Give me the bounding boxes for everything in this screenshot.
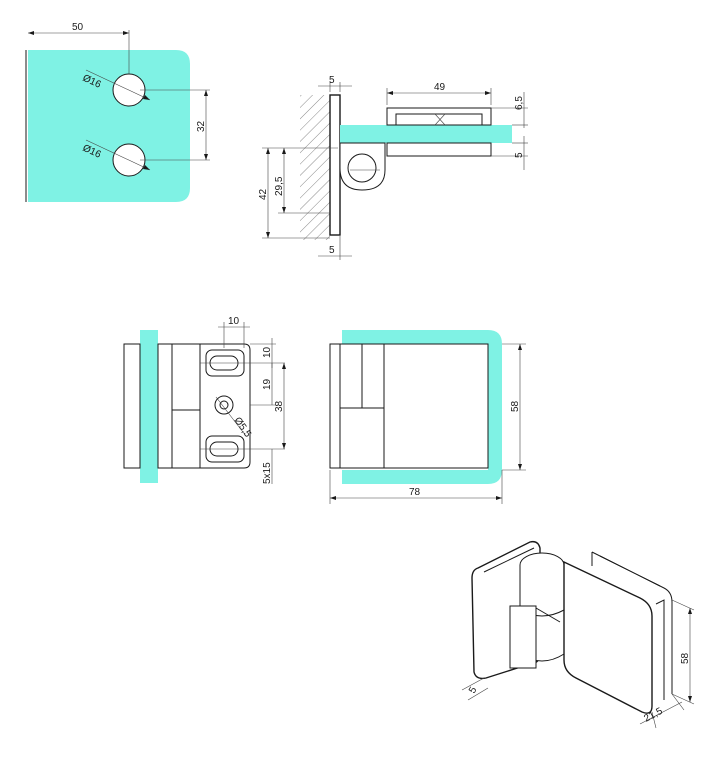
glass-strip	[340, 125, 512, 143]
glass-vertical	[140, 330, 158, 483]
dim-width-50: 50	[72, 22, 84, 33]
view-side-section: 5 5 49 6,5 5 42 29,5	[258, 75, 528, 260]
dim-clamp-length: 49	[434, 82, 446, 93]
dim-top-offset: 10	[262, 346, 273, 358]
dim-wall-top-5: 5	[329, 75, 335, 86]
glass-panel	[28, 50, 190, 202]
view-glass-cutout: 50 32 Ø16 Ø16	[25, 22, 210, 202]
dim-glass-width: 78	[409, 487, 421, 498]
dim-slot-span: 38	[274, 400, 285, 412]
dim-slot-spacing: 19	[262, 378, 273, 390]
dim-glass-height: 58	[510, 400, 521, 412]
view-wall-plate-front: 10 10 19 38 Ø5,5 5x15	[123, 316, 286, 484]
view-glass-front: 58 78	[329, 330, 526, 504]
dim-clamp-top: 6,5	[514, 96, 525, 110]
dim-iso-depth: 21,5	[642, 706, 665, 725]
dim-iso-thickness: 5	[467, 685, 480, 696]
wall-section	[300, 95, 330, 240]
dim-iso-height: 58	[680, 652, 691, 664]
dim-height-body: 29,5	[274, 176, 285, 196]
dim-clamp-gap: 5	[514, 152, 525, 158]
dim-height-total: 42	[258, 188, 269, 200]
dim-wall-bottom-5: 5	[329, 245, 335, 256]
view-isometric: 5 21,5 58	[461, 540, 695, 729]
dim-hole-spacing: 32	[196, 120, 207, 132]
dim-screw-count: 5x15	[262, 462, 273, 484]
dim-slot-width: 10	[228, 316, 240, 327]
